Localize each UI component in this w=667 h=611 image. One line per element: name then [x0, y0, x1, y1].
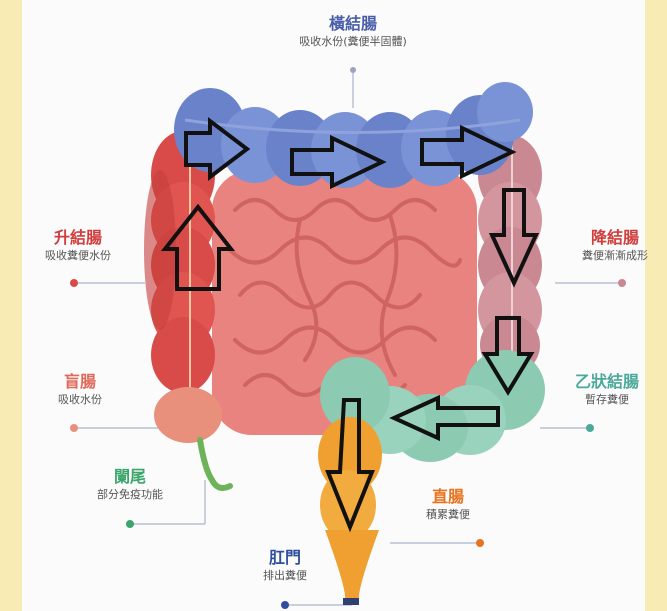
ascending-title: 升結腸	[28, 228, 128, 248]
label-ascending: 升結腸 吸收糞便水份	[28, 228, 128, 264]
sigmoid-desc: 暫存糞便	[562, 392, 652, 408]
descending-title: 降結腸	[570, 228, 660, 248]
label-sigmoid: 乙狀結腸 暫存糞便	[562, 372, 652, 408]
label-anus: 肛門 排出糞便	[248, 548, 322, 584]
right-border	[645, 0, 667, 611]
label-descending: 降結腸 糞便漸漸成形	[570, 228, 660, 264]
anus-title: 肛門	[248, 548, 322, 568]
cecum-title: 盲腸	[45, 372, 115, 392]
label-appendix: 闌尾 部分免疫功能	[80, 467, 180, 503]
rectum-desc: 積累糞便	[408, 507, 488, 523]
rectum	[318, 417, 382, 600]
transverse-desc: 吸收水份(糞便半固體)	[290, 34, 416, 50]
cecum-desc: 吸收水份	[45, 392, 115, 408]
cecum	[154, 387, 222, 443]
anus	[343, 598, 359, 605]
descending-desc: 糞便漸漸成形	[570, 248, 660, 264]
label-rectum: 直腸 積累糞便	[408, 487, 488, 523]
ascending-desc: 吸收糞便水份	[28, 248, 128, 264]
rectum-title: 直腸	[408, 487, 488, 507]
appendix-title: 闌尾	[80, 467, 180, 487]
left-border	[0, 0, 22, 611]
sigmoid-title: 乙狀結腸	[562, 372, 652, 392]
appendix-desc: 部分免疫功能	[80, 487, 180, 503]
label-cecum: 盲腸 吸收水份	[45, 372, 115, 408]
anus-desc: 排出糞便	[248, 568, 322, 584]
transverse-title: 橫結腸	[290, 14, 416, 34]
label-transverse: 橫結腸 吸收水份(糞便半固體)	[290, 14, 416, 50]
